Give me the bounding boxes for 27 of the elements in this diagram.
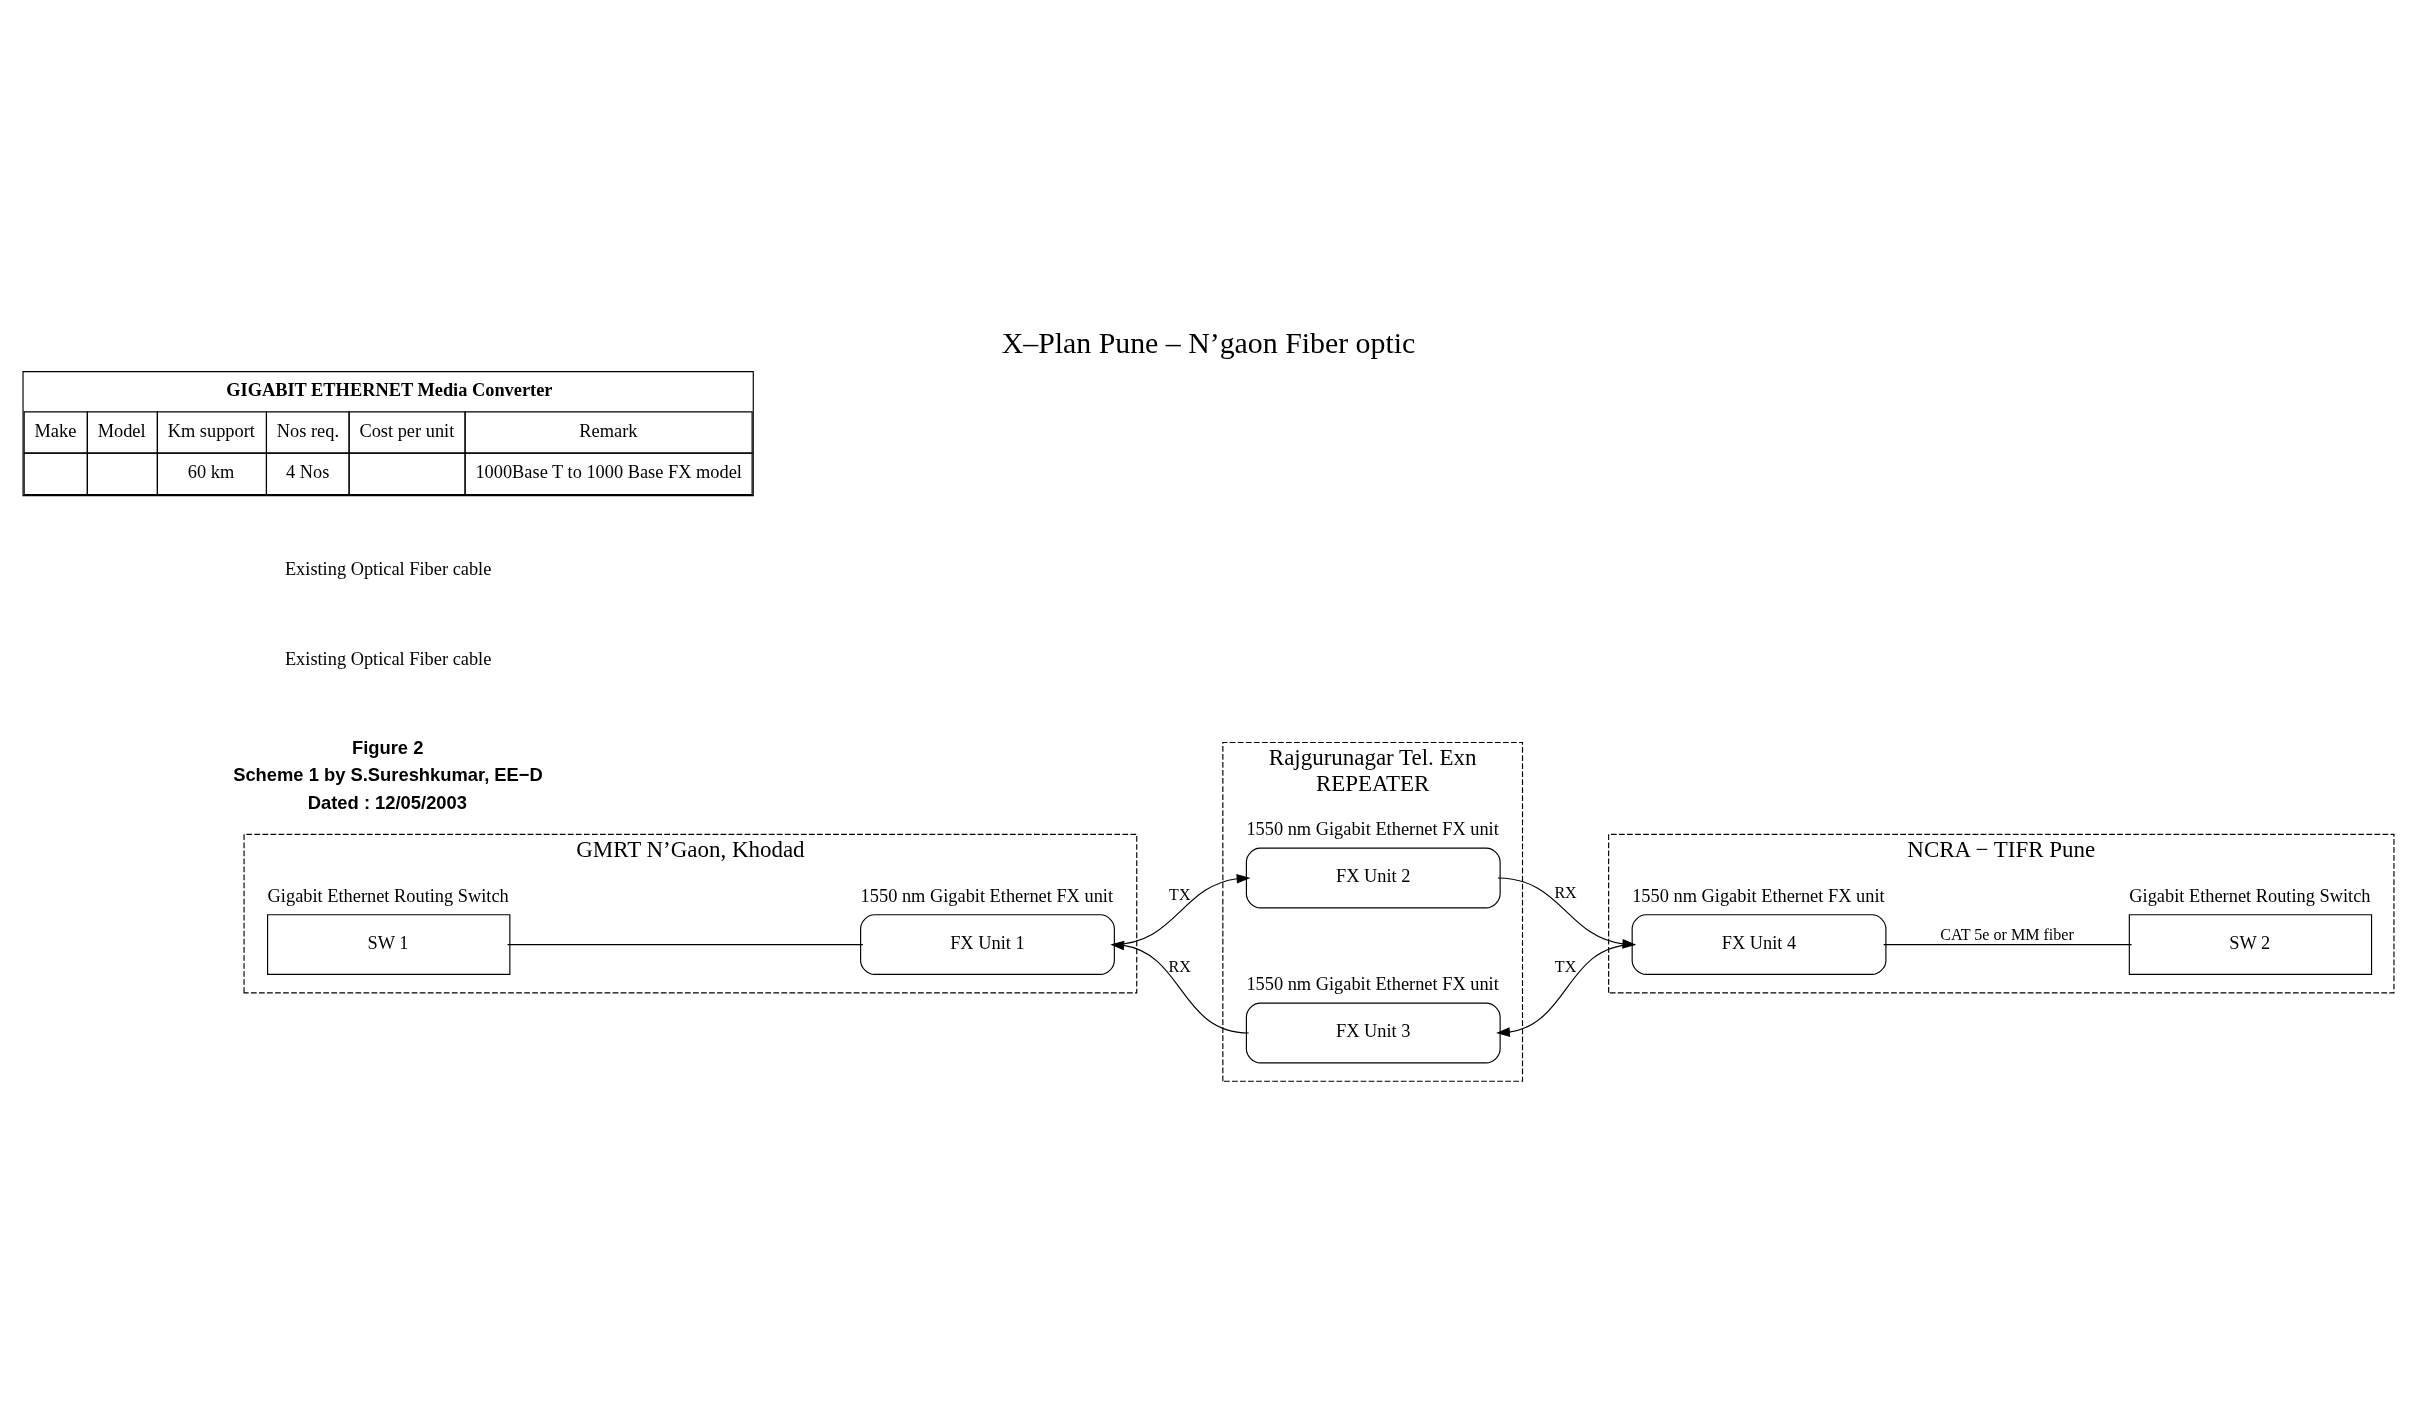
node-label: 1550 nm Gigabit Ethernet FX unit bbox=[1246, 973, 1499, 994]
diagram-title: X–Plan Pune – N’gaon Fiber optic bbox=[1001, 325, 1416, 359]
label: Scheme 1 by S.Sureshkumar, EE−D bbox=[233, 763, 543, 785]
edge-label: TX bbox=[1169, 885, 1191, 903]
node-label: 1550 nm Gigabit Ethernet FX unit bbox=[1246, 818, 1499, 839]
node-label: Gigabit Ethernet Routing Switch bbox=[267, 885, 509, 906]
edge-label: RX bbox=[1554, 883, 1577, 901]
label: Cost per unit bbox=[359, 420, 455, 441]
label: Figure 2 bbox=[351, 736, 424, 758]
label: Make bbox=[34, 420, 77, 441]
label: 60 km bbox=[187, 461, 235, 482]
label: Existing Optical Fiber cable bbox=[284, 558, 492, 579]
label: 1000Base T to 1000 Base FX model bbox=[475, 461, 742, 482]
node-label: 1550 nm Gigabit Ethernet FX unit bbox=[1632, 885, 1885, 906]
label: 4 Nos bbox=[285, 461, 330, 482]
label: Nos req. bbox=[276, 420, 339, 441]
node-label: 1550 nm Gigabit Ethernet FX unit bbox=[860, 885, 1114, 906]
edge-label: TX bbox=[1554, 957, 1577, 975]
label: Dated : 12/05/2003 bbox=[307, 791, 467, 813]
edge-label: RX bbox=[1168, 957, 1191, 975]
label: Existing Optical Fiber cable bbox=[284, 648, 492, 669]
label: Model bbox=[97, 420, 146, 441]
label: Remark bbox=[579, 420, 638, 441]
label: GIGABIT ETHERNET Media Converter bbox=[226, 379, 553, 400]
edge-label: CAT 5e or MM fiber bbox=[1940, 925, 2074, 943]
label: Km support bbox=[167, 420, 255, 441]
node-label: Gigabit Ethernet Routing Switch bbox=[2129, 885, 2371, 906]
